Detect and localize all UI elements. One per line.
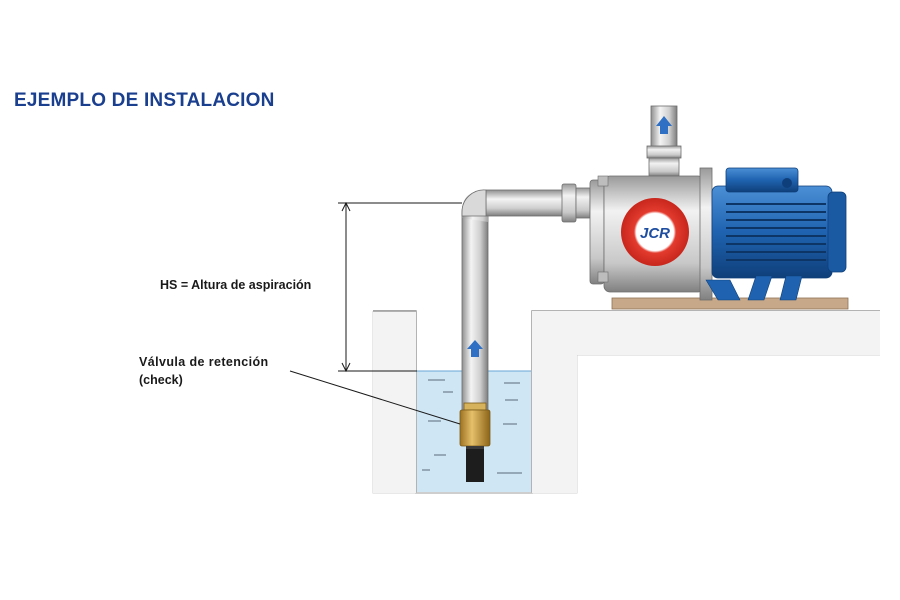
flow-arrow-discharge xyxy=(656,116,672,134)
pump-body xyxy=(589,167,741,301)
check-valve xyxy=(459,402,491,482)
flow-arrow-suction xyxy=(467,340,483,357)
valve-pointer-line xyxy=(289,370,461,425)
suction-pipe xyxy=(461,190,492,415)
page-title: EJEMPLO DE INSTALACION xyxy=(14,90,275,111)
ground-structure xyxy=(372,310,880,494)
check-valve-label: Válvula de retención xyxy=(139,355,269,369)
discharge-pipe xyxy=(646,105,682,177)
check-valve-sublabel: (check) xyxy=(139,373,183,387)
suction-height-label: HS = Altura de aspiración xyxy=(160,278,312,292)
pump-motor xyxy=(711,167,847,301)
pump-brand-logo: JCR xyxy=(640,225,670,242)
horizontal-pipe xyxy=(461,183,591,223)
suction-height-dimension xyxy=(338,201,462,373)
